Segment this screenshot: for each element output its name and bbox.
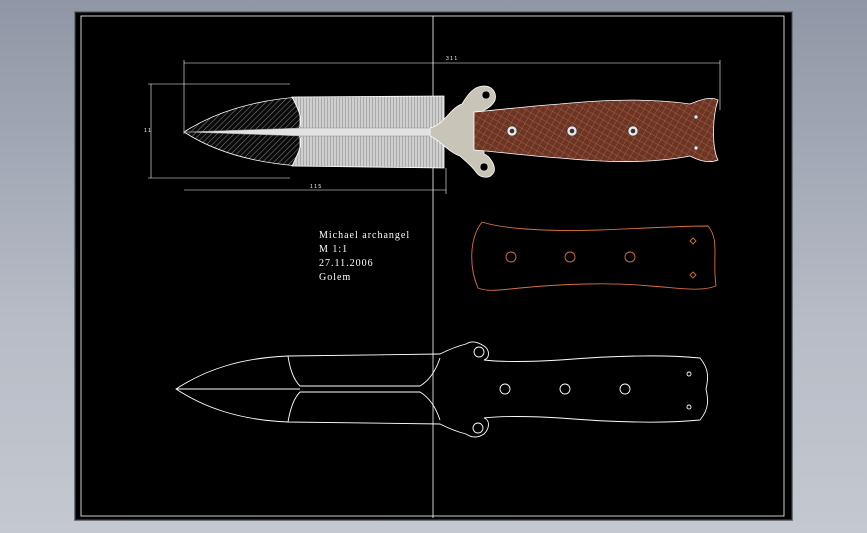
drawing-name-label: Golem xyxy=(319,272,352,283)
cad-drawing[interactable]: 3 1 1 1 1 5 1 1 xyxy=(75,12,792,520)
dimension-label-overall: 3 1 1 xyxy=(446,56,457,62)
date-label: 27.11.2006 xyxy=(319,258,374,269)
sheet-inner-border xyxy=(80,15,785,517)
author-label: Michael archangel xyxy=(319,230,411,241)
dimension-label-blade: 1 1 5 xyxy=(310,184,321,190)
knife-guard xyxy=(429,85,496,178)
handle-rivets xyxy=(506,114,699,151)
knife-outline-view[interactable] xyxy=(175,341,709,438)
title-block: Michael archangel M 1:1 27.11.2006 Golem xyxy=(319,229,410,285)
guard-hole-top xyxy=(481,90,491,100)
dimension-label-height: 1 1 xyxy=(144,128,151,134)
scale-label: M 1:1 xyxy=(319,244,349,255)
guard-hole-bottom xyxy=(479,162,489,172)
dimension-overall-length xyxy=(183,60,721,134)
knife-handle[interactable] xyxy=(473,97,719,163)
knife-top-view[interactable]: 3 1 1 1 1 5 1 1 xyxy=(144,56,721,194)
handle-scale-outline[interactable] xyxy=(471,221,717,291)
dimension-height xyxy=(148,83,290,179)
dimension-blade-length xyxy=(184,168,447,194)
